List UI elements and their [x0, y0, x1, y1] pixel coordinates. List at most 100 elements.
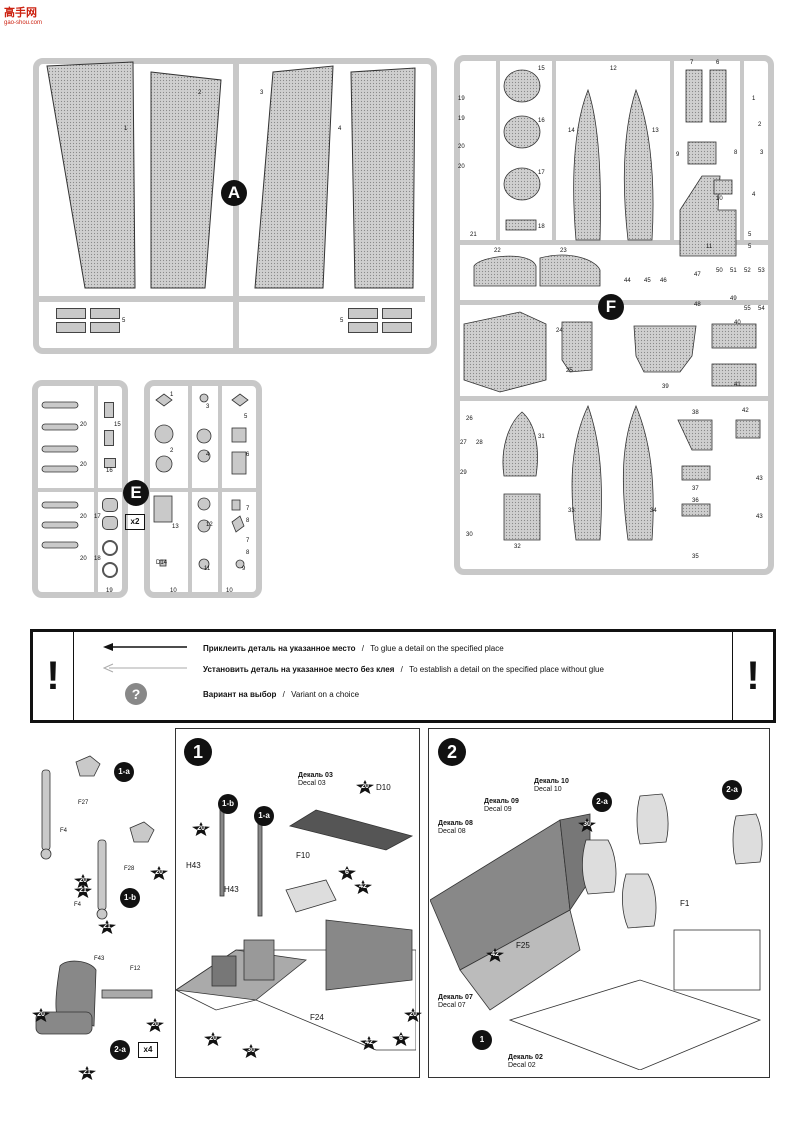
step-1-decal-03-en: Decal 03 — [298, 780, 326, 787]
label-f10: F10 — [296, 851, 310, 860]
part-label-f22: 22 — [494, 248, 501, 254]
sprue-e-multiplier: x2 — [125, 514, 145, 530]
decal-10-en: Decal 10 — [534, 786, 562, 793]
part-label-f51: 51 — [730, 268, 737, 274]
step-2-number: 2 — [438, 738, 466, 766]
legend-variant-sep: / — [282, 690, 285, 699]
decal-08-en: Decal 08 — [438, 828, 466, 835]
part-label-e8: 8 — [246, 518, 250, 524]
part-label-f28: 28 — [476, 440, 483, 446]
decal-09-en: Decal 09 — [484, 806, 512, 813]
legend-row-variant: Вариант на выбор / Variant on a choice — [203, 690, 359, 699]
small-part-a5 — [90, 322, 120, 333]
part-label-f33: 33 — [568, 508, 575, 514]
part-e15 — [104, 402, 114, 418]
part-label-f24: 24 — [556, 328, 563, 334]
wing-part-4 — [350, 67, 416, 289]
watermark-logo: 高手网 gao-shou.com — [4, 4, 42, 26]
step-1-cockpit-floor-drawing — [176, 799, 416, 1051]
sprue-f-parts-drawing — [463, 69, 761, 541]
decal-07-ru: Декаль 07 — [438, 994, 473, 1001]
step-1-decal-03: Декаль 03 Decal 03 — [298, 772, 333, 788]
wing-part-1 — [46, 61, 136, 289]
small-parts-drawing — [153, 393, 249, 570]
part-label-f3: 3 — [760, 150, 764, 156]
subassembly-2a-multiplier: x4 — [138, 1042, 158, 1058]
step-1-decal-03-ru: Декаль 03 — [298, 772, 333, 779]
sprue-a-bottom-bar-right — [239, 296, 425, 302]
part-label-f43: 43 — [756, 476, 763, 482]
part-e15b — [104, 430, 114, 446]
part-label-e20: 20 — [80, 462, 87, 468]
step-2-ref-step-1-badge: 1 — [472, 1030, 492, 1050]
part-label-f43b: 43 — [756, 514, 763, 520]
subassembly-1b-badge: 1-b — [120, 888, 140, 908]
part-e17 — [102, 498, 118, 512]
legend-glue-ru: Приклеить деталь на указанное место — [203, 644, 356, 653]
part-label-f12: 12 — [610, 66, 617, 72]
sprue-a-letter-badge: A — [221, 180, 247, 206]
part-label-e2: 2 — [170, 448, 174, 454]
small-part-a5 — [56, 322, 86, 333]
sprue-e-midbar-right — [150, 488, 256, 492]
subassembly-drawings — [35, 755, 155, 1035]
part-label-f35: 35 — [692, 554, 699, 560]
part-label-e20: 20 — [80, 514, 87, 520]
part-label-f29: 29 — [460, 470, 467, 476]
sprue-e-right-divider2 — [218, 386, 222, 592]
legend-divider-left — [73, 632, 74, 720]
part-label-f49: 49 — [730, 296, 737, 302]
part-label-e7b: 7 — [246, 538, 250, 544]
part-label-e6: 6 — [246, 452, 250, 458]
part-label-e10: 10 — [170, 588, 177, 594]
sprue-f-bar-1 — [460, 240, 768, 245]
small-part-a5 — [348, 308, 378, 319]
glue-arrow-icon — [103, 643, 187, 651]
part-label-f5b: 5 — [748, 244, 752, 250]
warning-exclamation-left: ! — [46, 654, 60, 698]
part-label-f47: 47 — [694, 272, 701, 278]
watermark-title: 高手网 — [4, 7, 37, 19]
sprue-f-v1 — [496, 61, 500, 241]
decal-09-ru: Декаль 09 — [484, 798, 519, 805]
decal-10-ru: Декаль 10 — [534, 778, 569, 785]
part-label-f19b: 19 — [458, 116, 465, 122]
part-label-e20: 20 — [80, 556, 87, 562]
part-label-e1: 1 — [170, 392, 174, 398]
label-f24: F24 — [310, 1013, 324, 1022]
small-part-a5 — [90, 308, 120, 319]
part-label-a2: 2 — [198, 90, 202, 96]
part-label-a5-left: 5 — [122, 318, 126, 324]
part-label-e12: 12 — [206, 522, 213, 528]
part-label-f21: 21 — [470, 232, 477, 238]
part-label-f46: 46 — [660, 278, 667, 284]
label-h43: H43 — [186, 861, 201, 870]
part-label-f9: 9 — [676, 152, 680, 158]
small-part-a5 — [348, 322, 378, 333]
part-label-f50: 50 — [716, 268, 723, 274]
legend-variant-ru: Вариант на выбор — [203, 690, 277, 699]
wing-part-3 — [254, 65, 334, 289]
label-f4-b: F4 — [74, 902, 82, 908]
no-glue-arrow-icon — [103, 663, 187, 673]
part-label-f39: 39 — [662, 384, 669, 390]
sprue-f-bar-3 — [460, 396, 768, 401]
part-label-f18: 18 — [538, 224, 545, 230]
part-label-f27: 27 — [460, 440, 467, 446]
question-mark-icon: ? — [125, 683, 147, 705]
subassembly-2a-badge: 2-a — [110, 1040, 130, 1060]
part-label-f44: 44 — [624, 278, 631, 284]
part-label-e13: 13 — [172, 524, 179, 530]
ring-part-e19 — [102, 562, 118, 578]
part-label-a4: 4 — [338, 126, 342, 132]
part-label-f20b: 20 — [458, 164, 465, 170]
legend-box: ! ! Приклеить деталь на указанное место … — [30, 629, 776, 723]
legend-no-glue-sep: / — [400, 665, 403, 674]
part-label-f55: 55 — [744, 306, 751, 312]
step-2-decal-10: Декаль 10 Decal 10 — [534, 778, 569, 794]
part-label-f14: 14 — [568, 128, 575, 134]
part-label-f42: 42 — [742, 408, 749, 414]
label-h43-b: H43 — [224, 885, 239, 894]
label-f12: F12 — [130, 966, 141, 972]
part-label-e8b: 8 — [246, 550, 250, 556]
